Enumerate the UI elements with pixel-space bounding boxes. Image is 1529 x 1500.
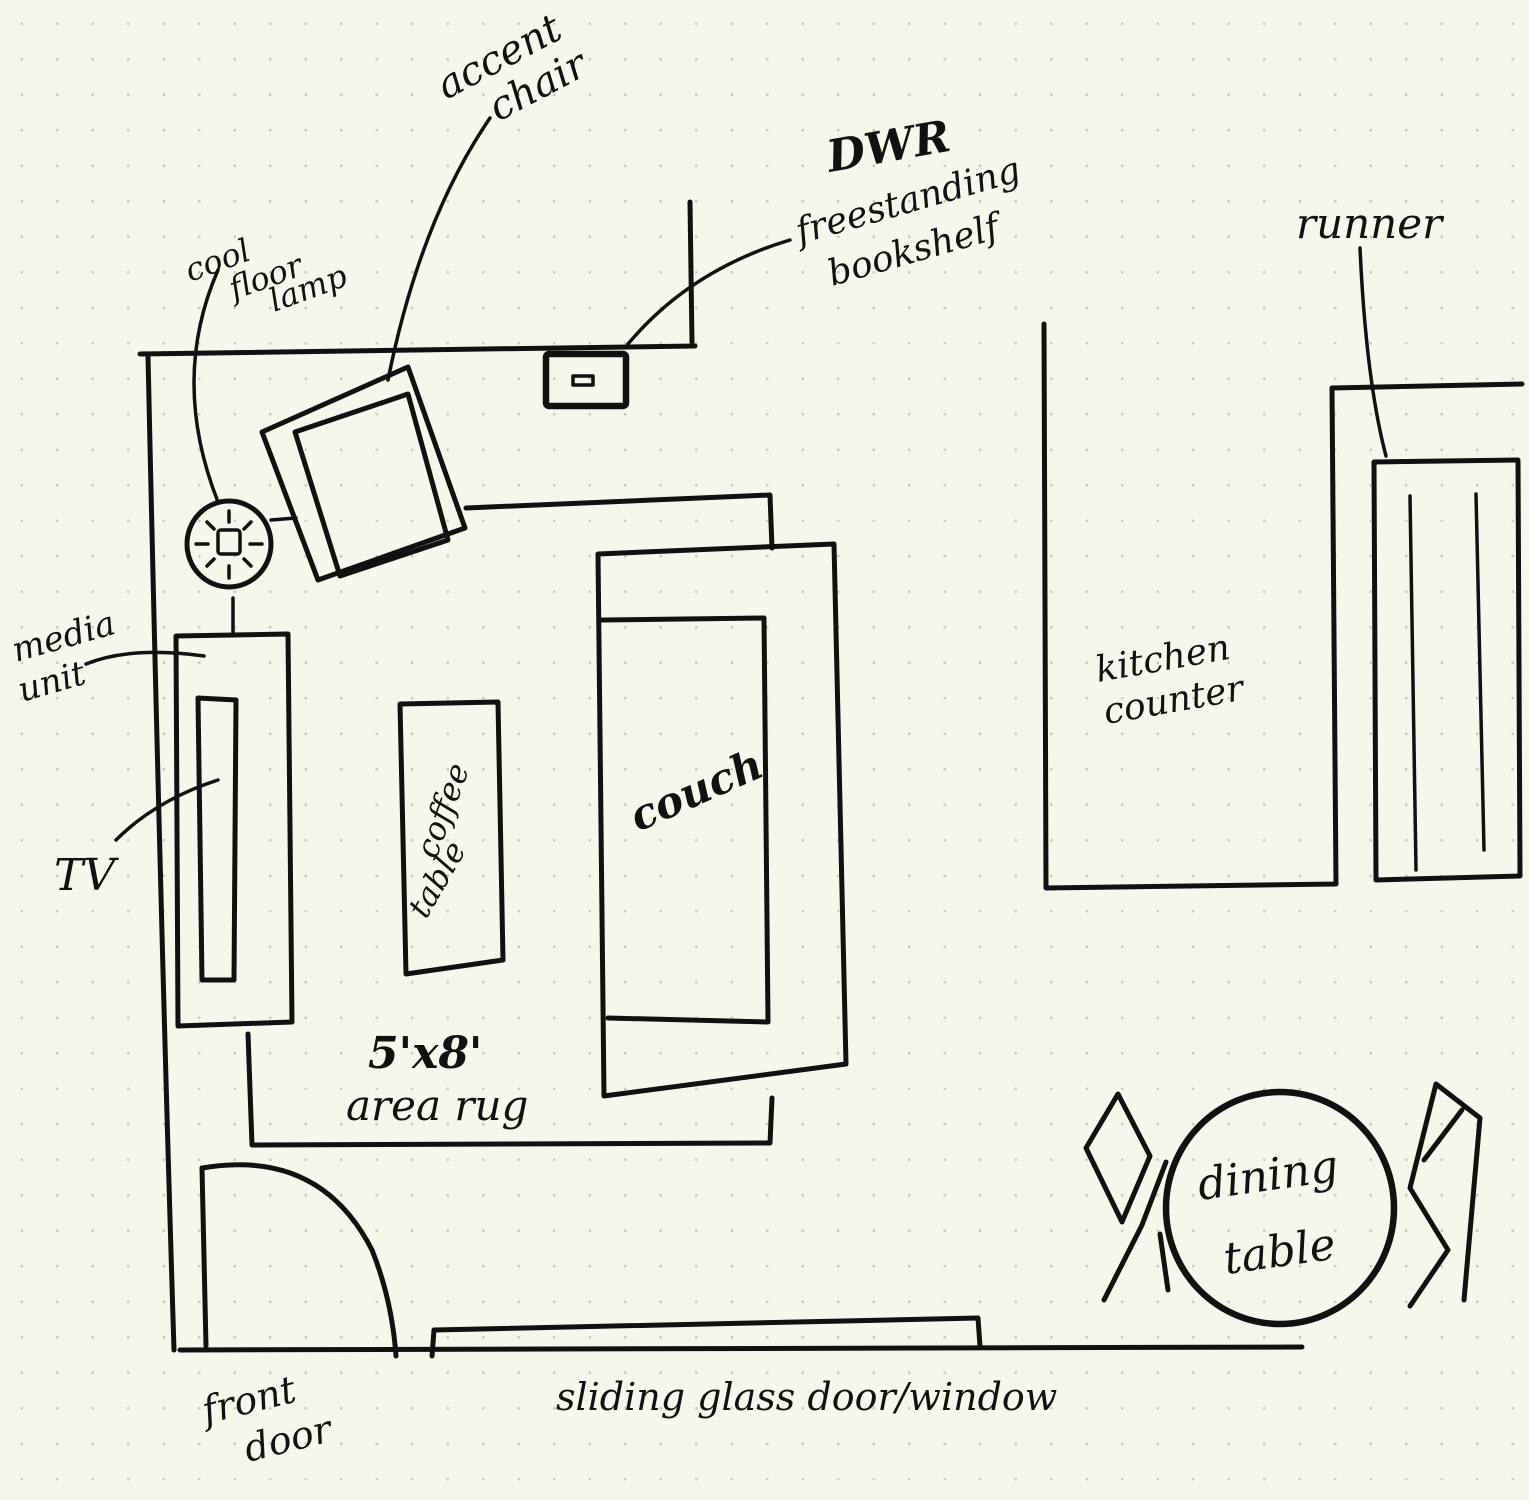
left-wall bbox=[145, 353, 177, 1353]
bookshelf-leader bbox=[626, 238, 792, 346]
leader-lines bbox=[84, 116, 1388, 842]
walls bbox=[137, 199, 1305, 1353]
dining-set bbox=[1083, 1081, 1483, 1328]
media-unit bbox=[173, 631, 295, 1029]
floor-lamp-leader bbox=[192, 268, 220, 504]
tv bbox=[195, 695, 239, 983]
bookshelf-wall-stub bbox=[687, 199, 695, 345]
bookshelf bbox=[542, 350, 630, 410]
couch-label: couch bbox=[622, 739, 770, 841]
coffee-table bbox=[397, 699, 506, 977]
sliding-door-label: sliding glass door/window bbox=[556, 1375, 1057, 1419]
runner-label: runner bbox=[1296, 199, 1445, 248]
runner bbox=[1371, 457, 1523, 883]
area-rug-label-1: 5'x8' bbox=[368, 1028, 482, 1079]
floor-lamp bbox=[184, 498, 298, 634]
dining-table-label-2: table bbox=[1220, 1219, 1338, 1285]
area-rug bbox=[245, 492, 775, 1148]
bottom-wall bbox=[177, 1344, 1305, 1353]
tv-leader bbox=[114, 778, 220, 842]
accent-chair bbox=[259, 364, 468, 583]
media-unit-leader bbox=[84, 650, 206, 666]
dining-table-label-1: dining bbox=[1194, 1141, 1341, 1211]
sliding-glass-door bbox=[429, 1315, 983, 1359]
top-wall bbox=[137, 343, 698, 357]
accent-chair-leader bbox=[386, 116, 492, 382]
front-door bbox=[199, 1162, 399, 1359]
tv-label: TV bbox=[54, 850, 119, 901]
labels: accent chair DWR freestanding bookshelf … bbox=[7, 5, 1445, 1471]
kitchen-counter bbox=[1041, 321, 1525, 891]
couch bbox=[595, 541, 849, 1099]
area-rug-label-2: area rug bbox=[346, 1081, 528, 1130]
runner-leader bbox=[1358, 246, 1388, 458]
